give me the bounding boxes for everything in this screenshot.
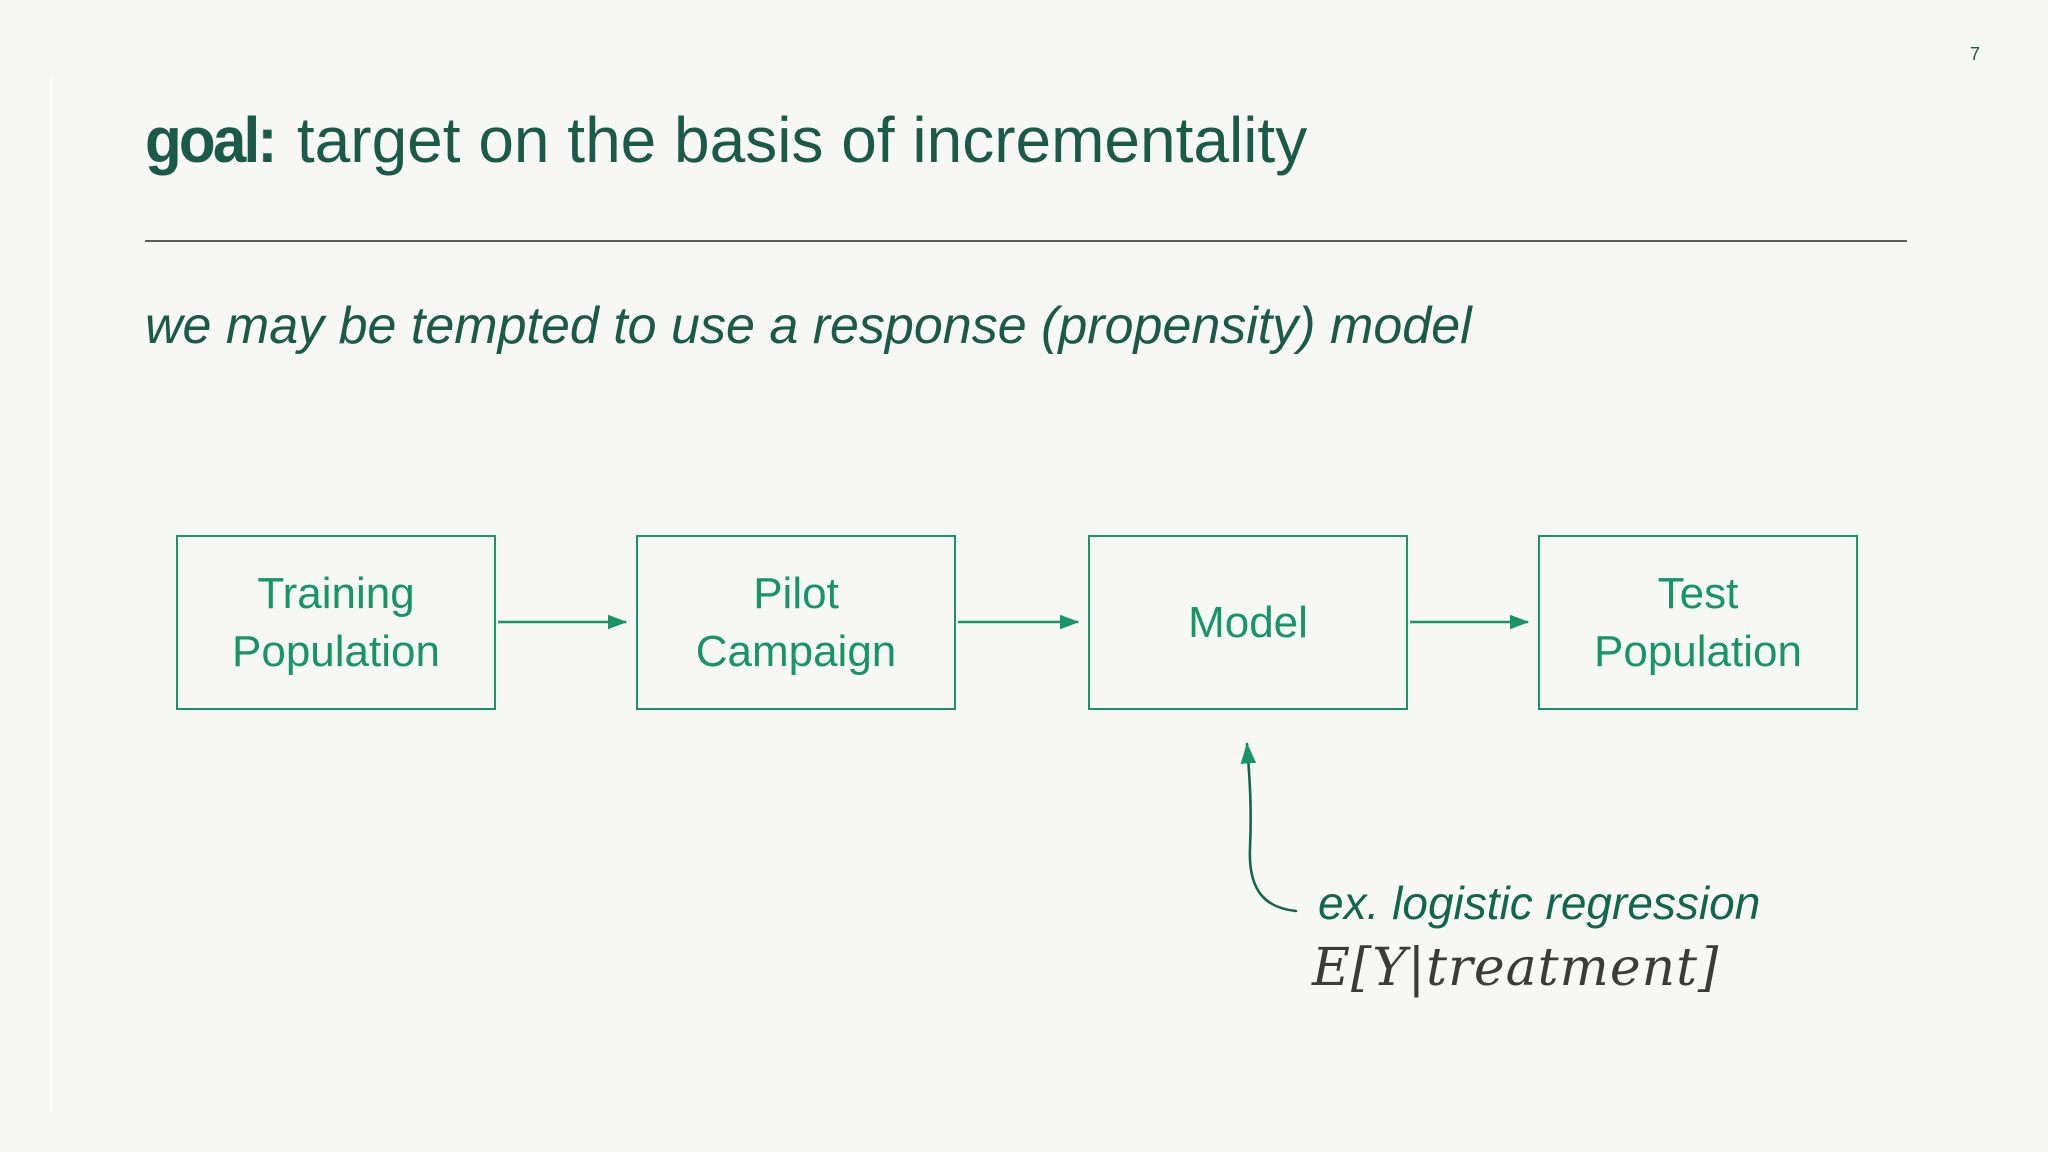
- node-label-line: Training: [257, 569, 415, 619]
- node-label-line: Campaign: [695, 626, 897, 676]
- annotation-curved-arrow: [1240, 742, 1298, 913]
- slide-title-rest: target on the basis of incrementality: [296, 104, 1308, 176]
- node-label-line: Population: [1594, 626, 1802, 676]
- slide-canvas-edge: [50, 78, 52, 1112]
- node-label-line: Test: [1657, 569, 1739, 619]
- node-label-line: Model: [1188, 597, 1308, 647]
- slide-subtitle: we may be tempted to use a response (pro…: [145, 297, 1472, 355]
- node-label-line: Pilot: [753, 569, 839, 619]
- node-label-line: Population: [232, 626, 440, 676]
- annotation-formula: E[Y|treatment]: [1312, 938, 1720, 998]
- annotation-text: ex. logistic regression: [1318, 877, 1761, 929]
- flow-node-pilot-campaign: Pilot Campaign: [636, 535, 956, 710]
- flow-node-test-population: Test Population: [1538, 535, 1858, 710]
- flow-node-training-population: Training Population: [176, 535, 496, 710]
- page-number: 7: [1969, 44, 1980, 64]
- title-divider: [145, 240, 1907, 242]
- flow-node-model: Model: [1088, 535, 1408, 710]
- slide-title-lead: goal:: [145, 104, 277, 176]
- slide-title: goal: target on the basis of incrementali…: [145, 104, 1307, 178]
